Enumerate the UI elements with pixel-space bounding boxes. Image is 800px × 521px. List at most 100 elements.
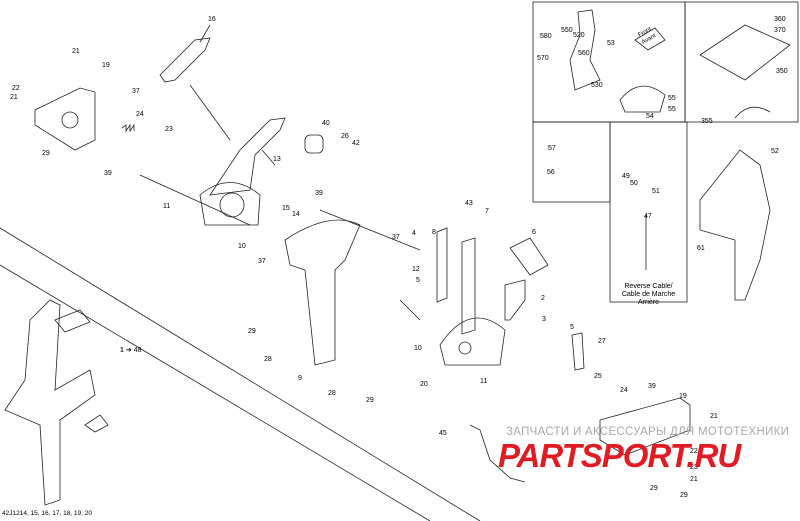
callout-label: 29 [680, 492, 688, 499]
assembly-handle-left [54, 309, 91, 333]
callout-label: 28 [328, 390, 336, 397]
part-rail-8 [461, 237, 476, 335]
callout-label: 47 [644, 213, 652, 220]
callout-label: 27 [598, 338, 606, 345]
callout-label: 39 [104, 170, 112, 177]
callout-label: 61 [697, 245, 705, 252]
part-grip-6 [509, 237, 549, 276]
callout-label: 21 [690, 476, 698, 483]
callout-label: 19 [679, 393, 687, 400]
callout-label: 9 [298, 375, 302, 382]
callout-label: 5 [416, 277, 420, 284]
callout-label: 25 [594, 373, 602, 380]
part-shift-plate [439, 317, 506, 366]
part-bracket-2 [504, 279, 526, 321]
leader-line [261, 149, 276, 166]
callout-label: 21 [710, 413, 718, 420]
callout-label: 53 [607, 40, 615, 47]
callout-label: 45 [439, 430, 447, 437]
separator-line [0, 264, 431, 521]
watermark-tagline: ЗАПЧАСТИ И АКСЕССУАРЫ ДЛЯ МОТОТЕХНИКИ [506, 426, 790, 438]
callout-label: 43 [465, 200, 473, 207]
callout-label: 15 [282, 205, 290, 212]
callout-label: 22 [690, 448, 698, 455]
reverse-cable-label: Reverse Cable/ Cable de Marche Arrière [621, 283, 676, 306]
diagram-reference-code: 42J1214, 15, 16, 17, 18, 19, 20 [2, 510, 92, 517]
part-lever-arm [209, 117, 286, 196]
callout-label: 550 [561, 27, 573, 34]
inset-assembly-right [699, 149, 771, 301]
callout-label: 530 [591, 82, 603, 89]
part-bushing-40 [304, 134, 324, 154]
part-bracket-hole [61, 111, 79, 129]
callout-label: 23 [690, 464, 698, 471]
inset-strap [734, 106, 771, 119]
part-center-frame [284, 219, 361, 366]
callout-label: 23 [165, 126, 173, 133]
callout-label: 370 [774, 27, 786, 34]
callout-label: 24 [620, 387, 628, 394]
inset-frame-cable [609, 121, 688, 303]
callout-label: 14 [292, 211, 300, 218]
callout-label: 560 [578, 50, 590, 57]
callout-label: 57 [548, 145, 556, 152]
callout-label: 11 [480, 378, 488, 385]
leader-line [189, 84, 231, 141]
part-bracket-right [599, 397, 691, 456]
front-arrow-icon [84, 414, 109, 433]
callout-label: 12 [412, 266, 420, 273]
inset-handle [569, 9, 601, 91]
callout-label: 51 [652, 188, 660, 195]
callout-label: 49 [622, 173, 630, 180]
callout-label: 11 [163, 203, 171, 210]
callout-label: 6 [532, 229, 536, 236]
callout-label: 13 [273, 156, 281, 163]
callout-label: 19 [102, 62, 110, 69]
callout-label: 570 [537, 55, 549, 62]
callout-label: 39 [648, 383, 656, 390]
callout-label: 520 [573, 32, 585, 39]
part-plate-hole [458, 341, 472, 355]
watermark-logo: PARTSPORT.RU [498, 437, 741, 474]
front-arrow-icon [634, 27, 666, 51]
callout-label: 37 [132, 88, 140, 95]
leader-line [319, 209, 421, 251]
callout-label: 22 [12, 85, 20, 92]
part-bracket-left [34, 87, 96, 151]
callout-label: 20 [420, 381, 428, 388]
part-handle-grip [159, 37, 211, 83]
callout-label: 29 [650, 485, 658, 492]
assembly-complete-left [4, 299, 96, 506]
inset-frame-parts [532, 121, 611, 203]
callout-label: 55 [668, 95, 676, 102]
part-spring-left [121, 123, 135, 133]
callout-label: 5 [570, 324, 574, 331]
leader-line [139, 174, 251, 226]
callout-label: 580 [540, 33, 552, 40]
callout-label: 55 [668, 106, 676, 113]
callout-label: 29 [366, 397, 374, 404]
callout-label: 42 [352, 140, 360, 147]
separator-line [0, 227, 481, 521]
callout-label: 8 [432, 229, 436, 236]
callout-label: 52 [771, 148, 779, 155]
callout-label: 7 [485, 208, 489, 215]
callout-label: 28 [264, 356, 272, 363]
part-lever-hub [199, 182, 261, 226]
leader-line [199, 24, 211, 43]
callout-label: 37 [392, 234, 400, 241]
callout-label: 26 [341, 133, 349, 140]
callout-label: 10 [414, 345, 422, 352]
inset-quadrant [619, 85, 666, 113]
callout-label: 37 [258, 258, 266, 265]
callout-label: 39 [315, 190, 323, 197]
part-strip-27 [571, 332, 585, 371]
callout-label: 29 [248, 328, 256, 335]
callout-label: 54 [646, 113, 654, 120]
callout-label: 350 [776, 68, 788, 75]
callout-label: 355 [701, 118, 713, 125]
callout-label: 50 [630, 180, 638, 187]
inset-frame-cover [684, 1, 799, 123]
